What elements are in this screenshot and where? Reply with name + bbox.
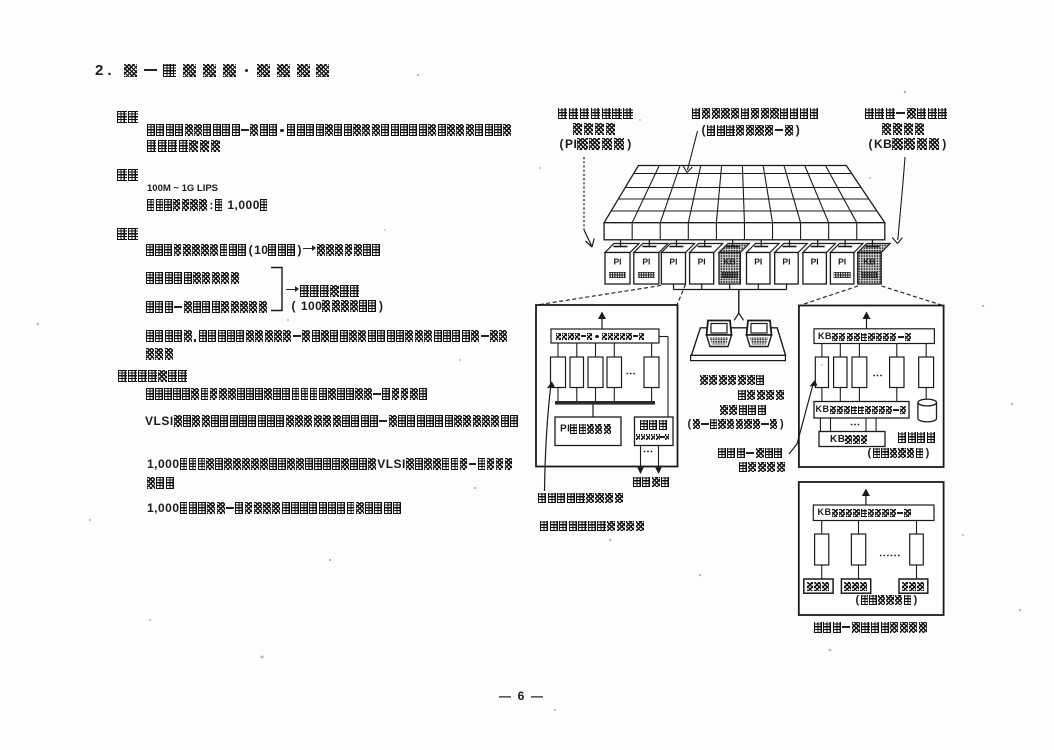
svg-text:PI: PI <box>754 257 762 267</box>
svg-text:PI: PI <box>838 257 846 267</box>
svg-text:PI: PI <box>669 257 677 267</box>
svg-text:PI: PI <box>613 257 621 267</box>
svg-text:PI: PI <box>811 257 819 267</box>
svg-text:KB: KB <box>863 257 875 267</box>
svg-text:PI: PI <box>642 257 650 267</box>
svg-text:PI: PI <box>782 257 790 267</box>
svg-text:KB: KB <box>724 257 736 267</box>
svg-text:PI: PI <box>698 257 706 267</box>
